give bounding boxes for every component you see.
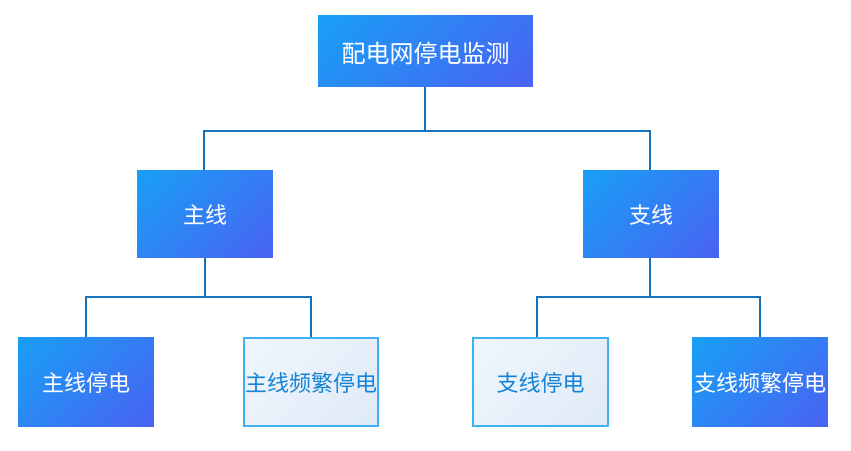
node-branch-line-frequent-outage-label: 支线频繁停电: [693, 371, 826, 396]
connector-branch-frequent-outage-drop: [759, 296, 761, 337]
node-branch-line-outage-label: 支线停电: [496, 371, 585, 396]
connector-main-frequent-outage-drop: [310, 296, 312, 337]
node-root[interactable]: 配电网停电监测: [318, 15, 533, 87]
connector-main-outage-drop: [85, 296, 87, 337]
node-main-line-outage-label: 主线停电: [41, 371, 130, 396]
connector-branch-line-drop: [649, 130, 651, 170]
connector-branch-children-horizontal: [536, 296, 761, 298]
node-root-label: 配电网停电监测: [341, 40, 510, 68]
connector-main-line-drop: [203, 130, 205, 170]
node-main-line[interactable]: 主线: [137, 170, 273, 258]
connector-root-drop: [424, 86, 426, 132]
node-branch-line[interactable]: 支线: [583, 170, 719, 258]
node-branch-line-label: 支线: [628, 203, 673, 228]
connector-branch-outage-drop: [536, 296, 538, 337]
connector-branch-line-stem: [649, 258, 651, 298]
node-main-line-frequent-outage-label: 主线频繁停电: [245, 371, 378, 396]
connector-level1-horizontal: [203, 130, 651, 132]
connector-main-children-horizontal: [85, 296, 312, 298]
node-branch-line-outage[interactable]: 支线停电: [472, 337, 609, 427]
node-branch-line-frequent-outage[interactable]: 支线频繁停电: [692, 337, 828, 427]
connector-main-line-stem: [204, 258, 206, 298]
node-main-line-frequent-outage[interactable]: 主线频繁停电: [243, 337, 379, 427]
node-main-line-outage[interactable]: 主线停电: [18, 337, 154, 427]
node-main-line-label: 主线: [182, 203, 227, 228]
